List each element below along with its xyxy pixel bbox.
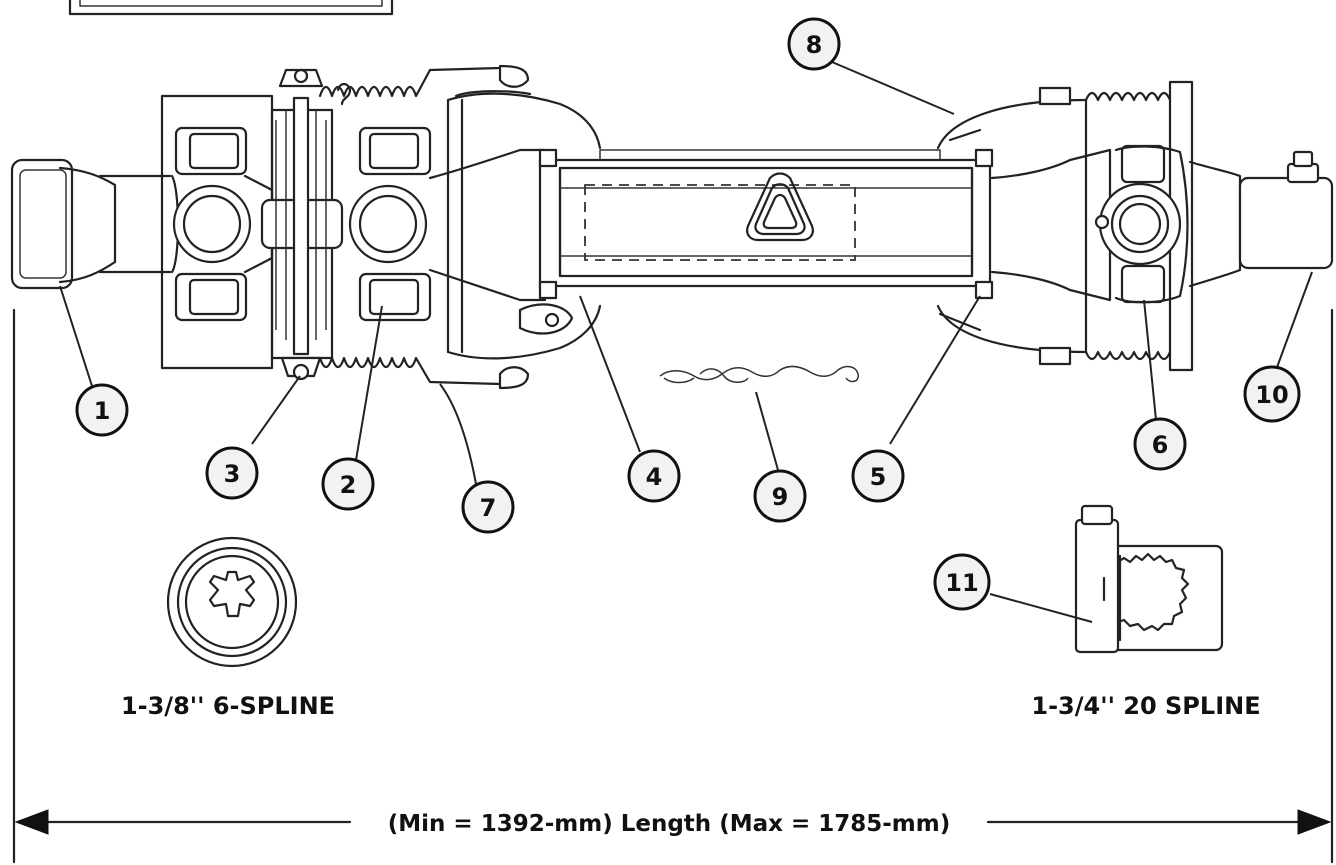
left-shield-bell (446, 90, 602, 360)
top-left-frame (68, 0, 394, 16)
callout-label: 1 (94, 397, 111, 425)
right-quick-disconnect (1238, 150, 1334, 270)
callout-1: 1 (75, 383, 129, 437)
callout-8: 8 (787, 17, 841, 71)
dimension-arrow-left (14, 809, 49, 835)
callout-label: 3 (224, 460, 241, 488)
left-spline-label: 1-3/8'' 6-SPLINE (121, 692, 335, 720)
six-spline-end-view (166, 536, 298, 668)
callout-label: 9 (772, 483, 789, 511)
callout-9: 9 (753, 469, 807, 523)
callout-2: 2 (321, 457, 375, 511)
right-shield-bell (936, 86, 1088, 366)
callout-4: 4 (627, 449, 681, 503)
length-dimension-label: (Min = 1392-mm) Length (Max = 1785-mm) (388, 811, 950, 837)
left-bearing-hole (544, 312, 560, 328)
callout-label: 8 (806, 31, 823, 59)
callout-11: 11 (933, 553, 991, 611)
callout-10: 10 (1243, 365, 1301, 423)
left-bellows (318, 64, 530, 390)
left-double-joint (170, 68, 432, 381)
callout-3: 3 (205, 446, 259, 500)
left-bearing-ring (518, 303, 574, 335)
callout-label: 5 (870, 463, 887, 491)
twenty-spline-end-view (1074, 504, 1224, 654)
telescoping-tubes (538, 148, 994, 300)
callout-label: 11 (945, 569, 978, 597)
length-dimension: (Min = 1392-mm) Length (Max = 1785-mm) (12, 308, 1334, 864)
callout-5: 5 (851, 449, 905, 503)
callout-label: 10 (1255, 381, 1288, 409)
leader-lines (59, 61, 1313, 623)
callout-label: 4 (646, 463, 663, 491)
safety-chain (659, 365, 859, 384)
right-spline-label: 1-3/4'' 20 SPLINE (1031, 692, 1260, 720)
triangular-tube-profile (746, 172, 814, 242)
callout-6: 6 (1133, 417, 1187, 471)
right-yoke (990, 144, 1242, 304)
callout-7: 7 (461, 480, 515, 534)
left-collar (10, 158, 172, 290)
callout-label: 2 (340, 471, 357, 499)
callout-label: 6 (1152, 431, 1169, 459)
dimension-arrow-right (1297, 809, 1332, 835)
callout-label: 7 (480, 494, 497, 522)
